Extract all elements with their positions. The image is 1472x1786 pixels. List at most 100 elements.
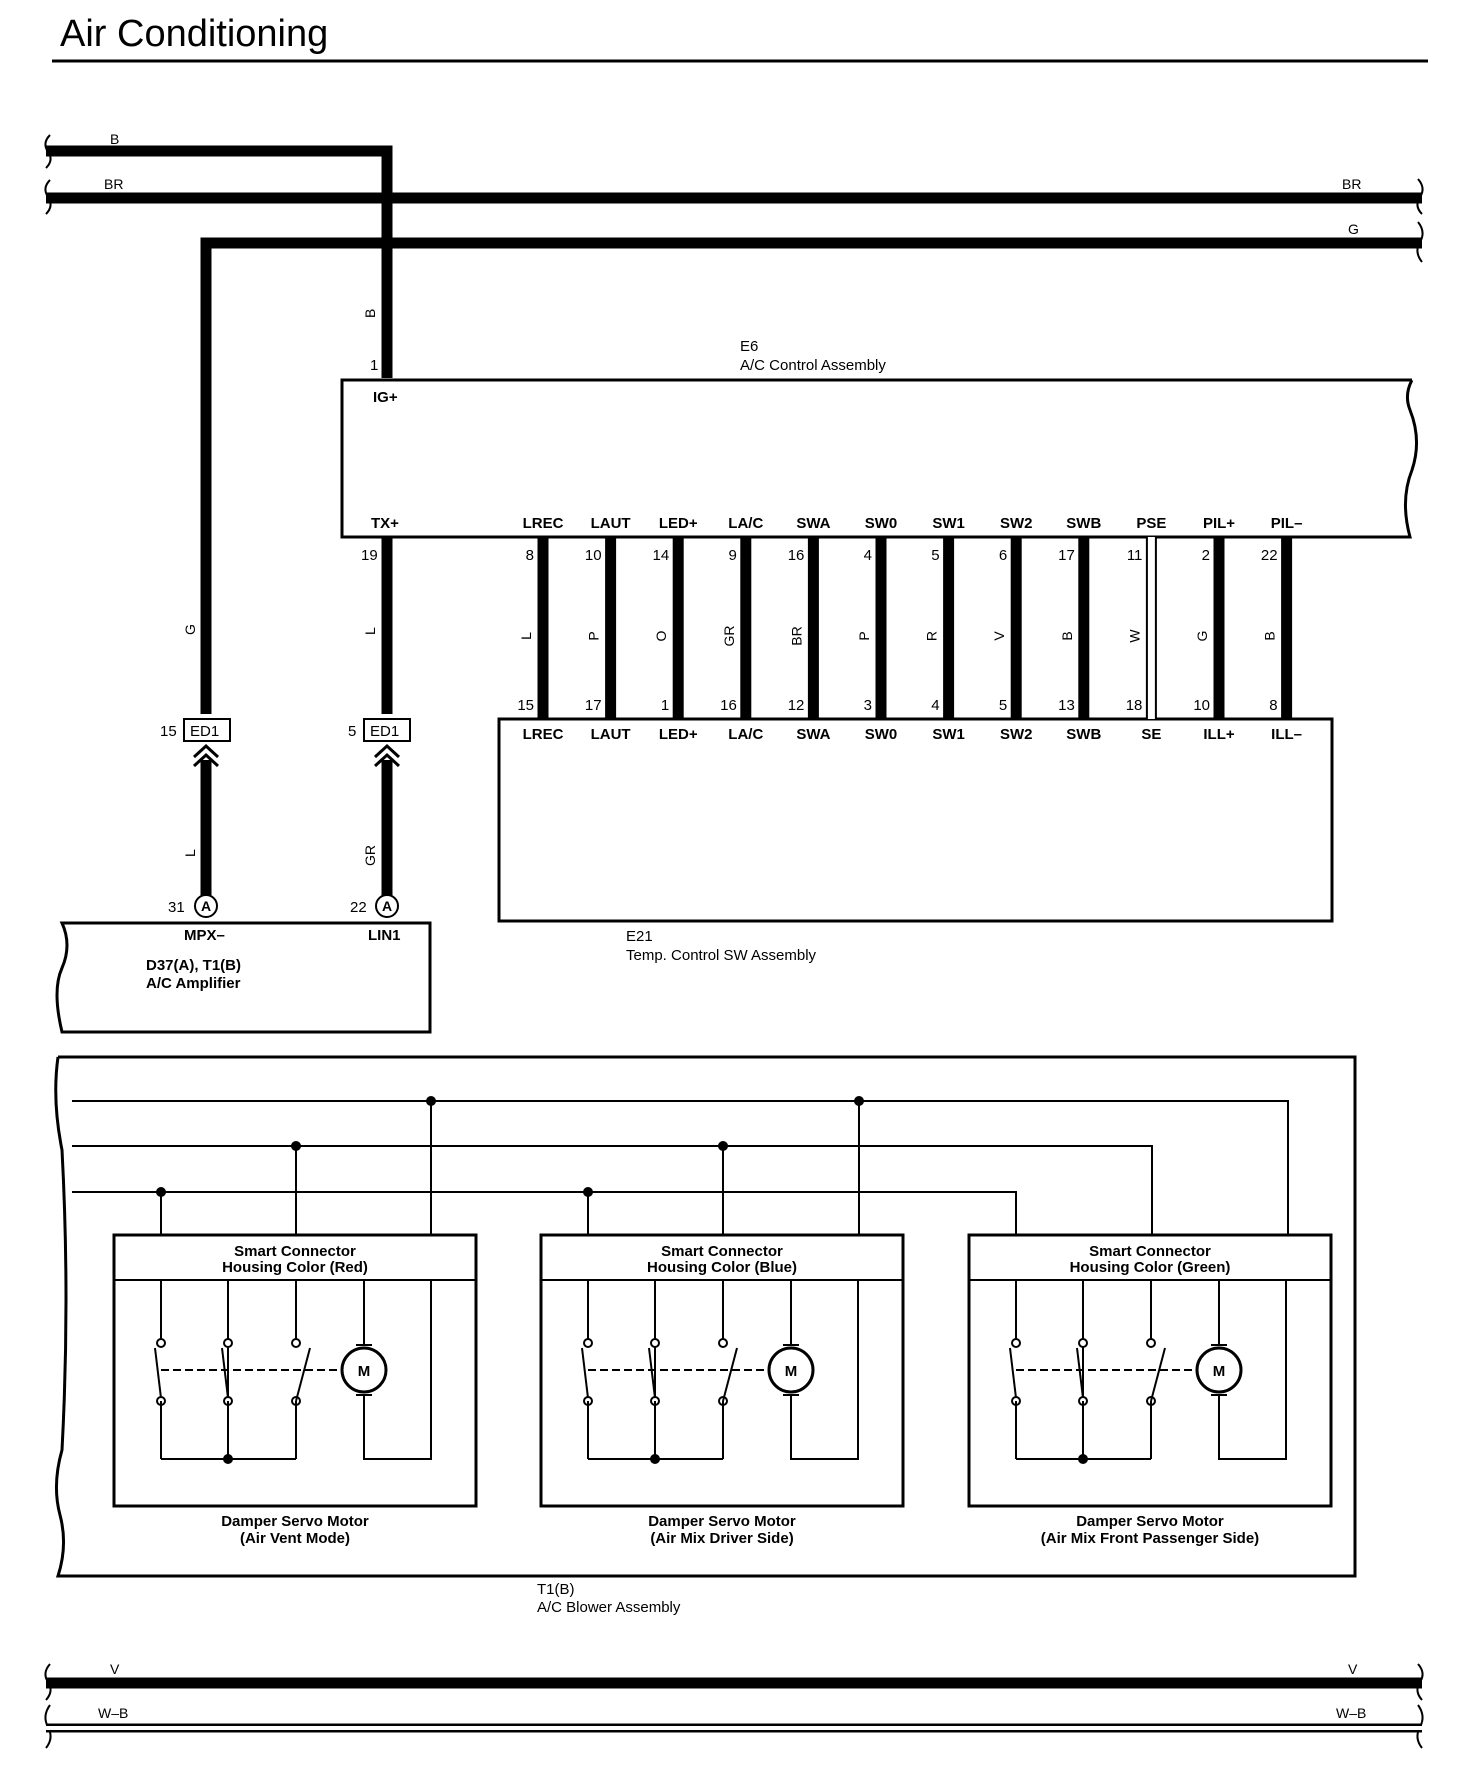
e6-ig-pin: 1 bbox=[370, 357, 378, 374]
e6-box bbox=[340, 378, 1418, 539]
e6-pin-number: 9 bbox=[728, 547, 736, 564]
ed1-left-box bbox=[183, 718, 231, 742]
e21-pin-label: ILL+ bbox=[1203, 726, 1234, 743]
ed1-right-pin: 5 bbox=[348, 723, 356, 740]
t1-bus-line-1 bbox=[72, 1100, 1289, 1235]
harness-wire-color: P bbox=[856, 631, 872, 640]
e21-pin-label: SE bbox=[1141, 726, 1161, 743]
connector-label-line1: Smart Connector bbox=[661, 1243, 783, 1260]
harness-wire-color: BR bbox=[788, 626, 804, 645]
wire-b-to-ig bbox=[46, 145, 393, 378]
switch-blade-icon bbox=[1150, 1347, 1166, 1402]
e21-pin-number: 17 bbox=[585, 697, 602, 714]
motor-symbol: M bbox=[1213, 1363, 1226, 1380]
e21-pin-label: SWB bbox=[1066, 726, 1101, 743]
servo-name-line1: Damper Servo Motor bbox=[221, 1513, 369, 1530]
junction-dot bbox=[650, 1454, 660, 1464]
amp-lin-label: LIN1 bbox=[368, 927, 401, 944]
harness-wire-color: R bbox=[924, 631, 940, 641]
motor-icon bbox=[767, 1346, 815, 1394]
servo-box bbox=[112, 1233, 478, 1508]
switch-contact bbox=[156, 1338, 166, 1348]
servo-name-line2: (Air Mix Front Passenger Side) bbox=[1041, 1530, 1259, 1547]
e6-pin-number: 5 bbox=[931, 547, 939, 564]
servo-name-line2: (Air Vent Mode) bbox=[240, 1530, 350, 1547]
switch-contact bbox=[583, 1338, 593, 1348]
e21-pin-label: LA/C bbox=[728, 726, 763, 743]
ed1-left-code: ED1 bbox=[190, 723, 219, 740]
wire-label-gr: GR bbox=[362, 845, 378, 866]
switch-blade-icon bbox=[581, 1347, 589, 1399]
ed1-left-chevron-icon bbox=[192, 743, 220, 768]
e6-pin-number: 22 bbox=[1261, 547, 1278, 564]
e6-pin-number: 16 bbox=[788, 547, 805, 564]
e6-pin-number: 11 bbox=[1127, 547, 1143, 564]
e6-pin-label: LED+ bbox=[659, 515, 698, 532]
bottom-bus: V V W–B W–B bbox=[44, 1661, 1424, 1749]
amp-name: A/C Amplifier bbox=[146, 975, 241, 992]
amp-mpx-label: MPX– bbox=[184, 927, 225, 944]
switch-contact bbox=[291, 1338, 301, 1348]
switch-contact bbox=[1011, 1338, 1021, 1348]
junction-dot bbox=[854, 1096, 864, 1106]
e6-tx-label: TX+ bbox=[371, 515, 399, 532]
wire-label-b-left: B bbox=[110, 131, 119, 147]
ac-amplifier: A 31 MPX– A 22 LIN1 D37(A), T1(B) A/C Am… bbox=[55, 894, 432, 1034]
amp-lin-conn-circle bbox=[375, 894, 399, 918]
servo-name-line2: (Air Mix Driver Side) bbox=[650, 1530, 793, 1547]
e6-pin-number: 8 bbox=[526, 547, 534, 564]
wire-label-g-vertical: G bbox=[182, 624, 198, 635]
switch-contact bbox=[650, 1338, 660, 1348]
e6-pin-label: SW1 bbox=[932, 515, 965, 532]
e6-tx-pin: 19 bbox=[361, 547, 378, 564]
switch-contact bbox=[718, 1338, 728, 1348]
amp-code: D37(A), T1(B) bbox=[146, 957, 241, 974]
connector-label-line2: Housing Color (Green) bbox=[1070, 1259, 1231, 1276]
e6-ig-label: IG+ bbox=[373, 389, 398, 406]
e21-code: E21 bbox=[626, 928, 653, 945]
e21-temp-control: E21 Temp. Control SW Assembly bbox=[497, 717, 1334, 964]
motor-return bbox=[363, 1280, 432, 1460]
ed1-right-box bbox=[363, 718, 411, 742]
switch-blade-icon bbox=[221, 1347, 229, 1399]
harness-wire-color: W bbox=[1126, 629, 1142, 643]
e6-pin-number: 2 bbox=[1202, 547, 1210, 564]
ed1-right-code: ED1 bbox=[370, 723, 399, 740]
e6-pin-label: SWA bbox=[796, 515, 830, 532]
e21-pin-label: SW0 bbox=[865, 726, 898, 743]
switch-contact bbox=[1146, 1338, 1156, 1348]
switch-contact bbox=[223, 1338, 233, 1348]
e21-pin-number: 8 bbox=[1269, 697, 1277, 714]
junction-dot bbox=[291, 1141, 301, 1151]
e21-pin-label: LREC bbox=[523, 726, 564, 743]
amp-mpx-conn: A bbox=[201, 898, 211, 914]
wire-label-g-right: G bbox=[1348, 221, 1359, 237]
e21-pin-number: 12 bbox=[788, 697, 805, 714]
e21-pin-number: 18 bbox=[1126, 697, 1143, 714]
wire-label-l-lower: L bbox=[182, 849, 198, 857]
wire-label-wb-right: W–B bbox=[1336, 1705, 1366, 1721]
motor-icon bbox=[340, 1346, 388, 1394]
servo-box bbox=[539, 1233, 905, 1508]
t1-bus-line-3 bbox=[72, 1191, 1017, 1235]
wire-g-bus bbox=[200, 237, 1422, 714]
e21-pin-number: 15 bbox=[517, 697, 534, 714]
e6-pin-number: 4 bbox=[864, 547, 872, 564]
switch-contact bbox=[1078, 1338, 1088, 1348]
e6-name: A/C Control Assembly bbox=[740, 357, 886, 374]
e6-pin-label: PSE bbox=[1136, 515, 1166, 532]
e21-pin-number: 16 bbox=[720, 697, 737, 714]
connector-label-line2: Housing Color (Blue) bbox=[647, 1259, 797, 1276]
wire-label-v-left: V bbox=[110, 1661, 120, 1677]
connector-label-line2: Housing Color (Red) bbox=[222, 1259, 368, 1276]
junction-dot bbox=[718, 1141, 728, 1151]
e6-ig-wire-label: B bbox=[362, 309, 378, 318]
amp-mpx-conn-circle bbox=[194, 894, 218, 918]
e21-pin-number: 5 bbox=[999, 697, 1007, 714]
e21-pin-label: LAUT bbox=[591, 726, 631, 743]
junction-dot bbox=[156, 1187, 166, 1197]
e21-pin-number: 10 bbox=[1193, 697, 1210, 714]
